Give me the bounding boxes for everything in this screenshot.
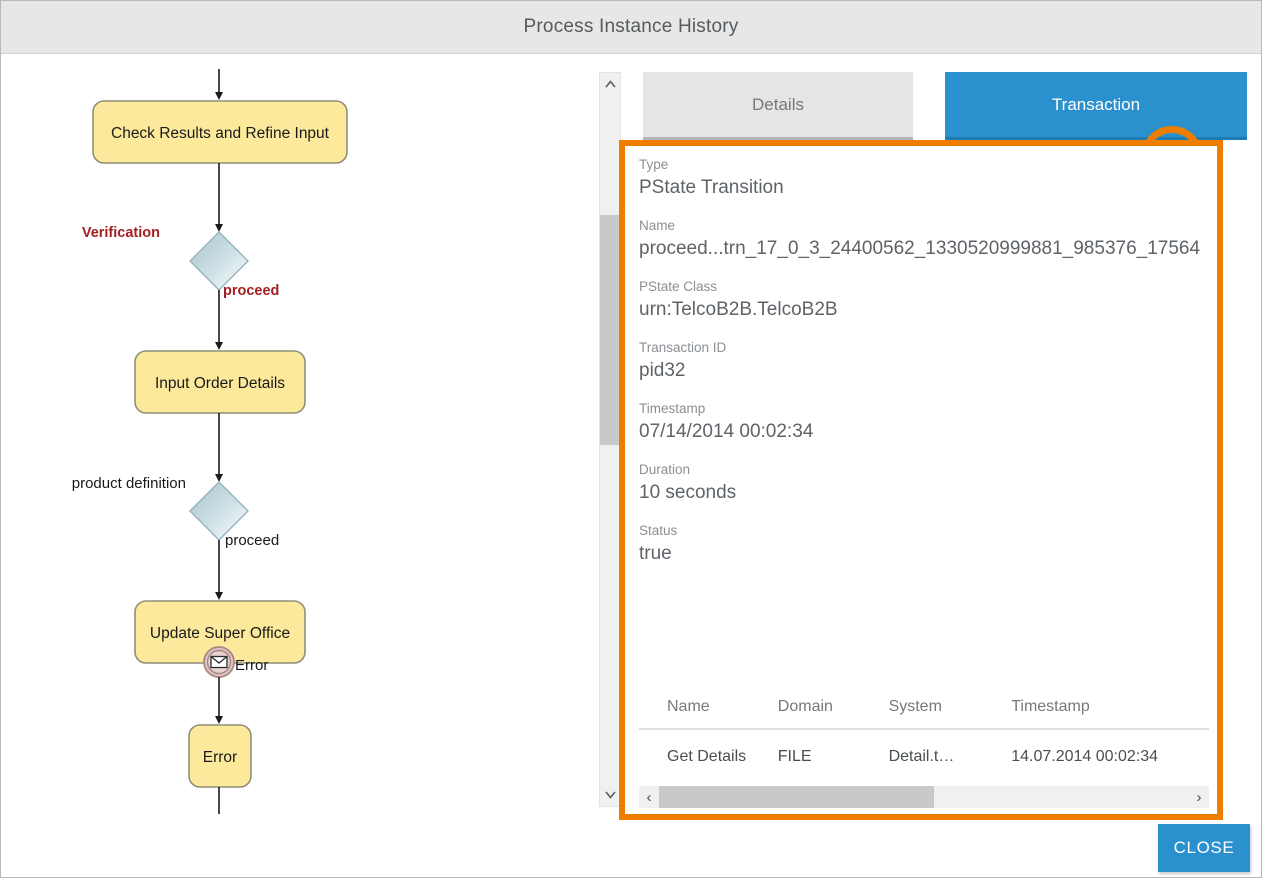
field-transaction-id: Transaction ID pid32 xyxy=(639,339,1203,383)
flow-node-input-order-details[interactable] xyxy=(134,350,306,414)
transaction-steps-table: Name Domain System Timestamp Get Details… xyxy=(639,692,1209,766)
flow-edge-label-product-definition: product definition xyxy=(72,475,186,492)
field-timestamp-label: Timestamp xyxy=(639,401,706,416)
dialog-body: Check Results and Refine Input Verificat… xyxy=(1,54,1261,877)
field-status: Status true xyxy=(639,522,1203,566)
table-horizontal-scrollbar[interactable]: ‹ › xyxy=(639,786,1209,808)
cell-domain: FILE xyxy=(777,748,812,765)
tab-transaction-label: Transaction xyxy=(1051,94,1141,114)
process-flow-diagram: Check Results and Refine Input Verificat… xyxy=(1,54,591,877)
flow-edge-label-error: Error xyxy=(235,657,268,674)
field-timestamp: Timestamp 07/14/2014 00:02:34 xyxy=(639,400,1203,444)
field-duration-label: Duration xyxy=(639,462,691,477)
flow-node-input-order-details-label: Input Order Details xyxy=(155,375,285,392)
flow-edge-label-proceed-2: proceed xyxy=(225,532,279,549)
field-type-label: Type xyxy=(639,157,669,172)
field-status-value: true xyxy=(639,543,672,564)
cell-timestamp: 14.07.2014 00:02:34 xyxy=(1011,748,1159,765)
cell-name: Get Details xyxy=(667,748,747,765)
scrollbar-thumb-vertical[interactable] xyxy=(600,215,620,445)
field-name: Name proceed...trn_17_0_3_24400562_13305… xyxy=(639,217,1203,261)
tab-details[interactable]: Details xyxy=(643,72,913,140)
flow-svg: Check Results and Refine Input Verificat… xyxy=(72,69,348,814)
scrollbar-track-horizontal[interactable] xyxy=(659,786,1189,808)
scroll-down-icon[interactable] xyxy=(600,785,620,805)
table-row[interactable]: Get Details FILE Detail.t… 14.07.2014 00… xyxy=(639,730,1209,766)
flow-node-error[interactable] xyxy=(188,724,252,788)
field-pstate-class: PState Class urn:TelcoB2B.TelcoB2B xyxy=(639,278,1203,322)
field-transaction-id-label: Transaction ID xyxy=(639,340,727,355)
flow-edge-label-proceed-1: proceed xyxy=(223,283,279,299)
field-name-value: proceed...trn_17_0_3_24400562_1330520999… xyxy=(639,238,1201,259)
field-duration-value: 10 seconds xyxy=(639,482,737,503)
detail-tabs: Details Transaction xyxy=(643,72,1247,140)
field-timestamp-value: 07/14/2014 00:02:34 xyxy=(639,421,814,442)
close-button[interactable]: CLOSE xyxy=(1158,824,1250,872)
dialog-title-bar: Process Instance History xyxy=(1,1,1261,54)
message-event-icon[interactable] xyxy=(203,646,235,678)
flow-node-error-label: Error xyxy=(203,749,237,766)
field-pstate-class-label: PState Class xyxy=(639,279,718,294)
flow-node-check-results[interactable] xyxy=(92,100,348,164)
field-name-label: Name xyxy=(639,218,676,233)
column-header-system: System xyxy=(888,698,942,715)
table-header-row: Name Domain System Timestamp xyxy=(639,692,1209,730)
flow-node-check-results-label: Check Results and Refine Input xyxy=(111,125,330,142)
transaction-detail-panel: Type PState Transition Name proceed...tr… xyxy=(619,140,1223,820)
field-status-label: Status xyxy=(639,523,678,538)
column-header-domain: Domain xyxy=(777,698,833,715)
field-type-value: PState Transition xyxy=(639,177,784,198)
tab-transaction[interactable]: Transaction xyxy=(945,72,1247,140)
column-header-timestamp: Timestamp xyxy=(1011,698,1090,715)
scroll-up-icon[interactable] xyxy=(600,74,620,94)
scroll-right-icon[interactable]: › xyxy=(1196,788,1202,806)
scrollbar-thumb-horizontal[interactable] xyxy=(659,786,934,808)
close-button-label: CLOSE xyxy=(1173,838,1235,857)
detail-vertical-scrollbar[interactable] xyxy=(599,72,621,807)
flow-edge-label-verification: Verification xyxy=(82,225,160,241)
transaction-detail-fields: Type PState Transition Name proceed...tr… xyxy=(625,146,1217,814)
field-type: Type PState Transition xyxy=(639,156,1203,200)
flow-node-update-super-office-label: Update Super Office xyxy=(150,625,290,642)
field-duration: Duration 10 seconds xyxy=(639,461,1203,505)
scroll-left-icon[interactable]: ‹ xyxy=(646,788,652,806)
field-pstate-class-value: urn:TelcoB2B.TelcoB2B xyxy=(639,299,838,320)
cell-system: Detail.t… xyxy=(888,748,955,765)
flow-node-gateway-verification[interactable] xyxy=(189,231,249,291)
field-transaction-id-value: pid32 xyxy=(639,360,686,381)
tab-details-label: Details xyxy=(752,94,804,114)
column-header-name: Name xyxy=(667,698,710,715)
page-title: Process Instance History xyxy=(523,16,739,37)
